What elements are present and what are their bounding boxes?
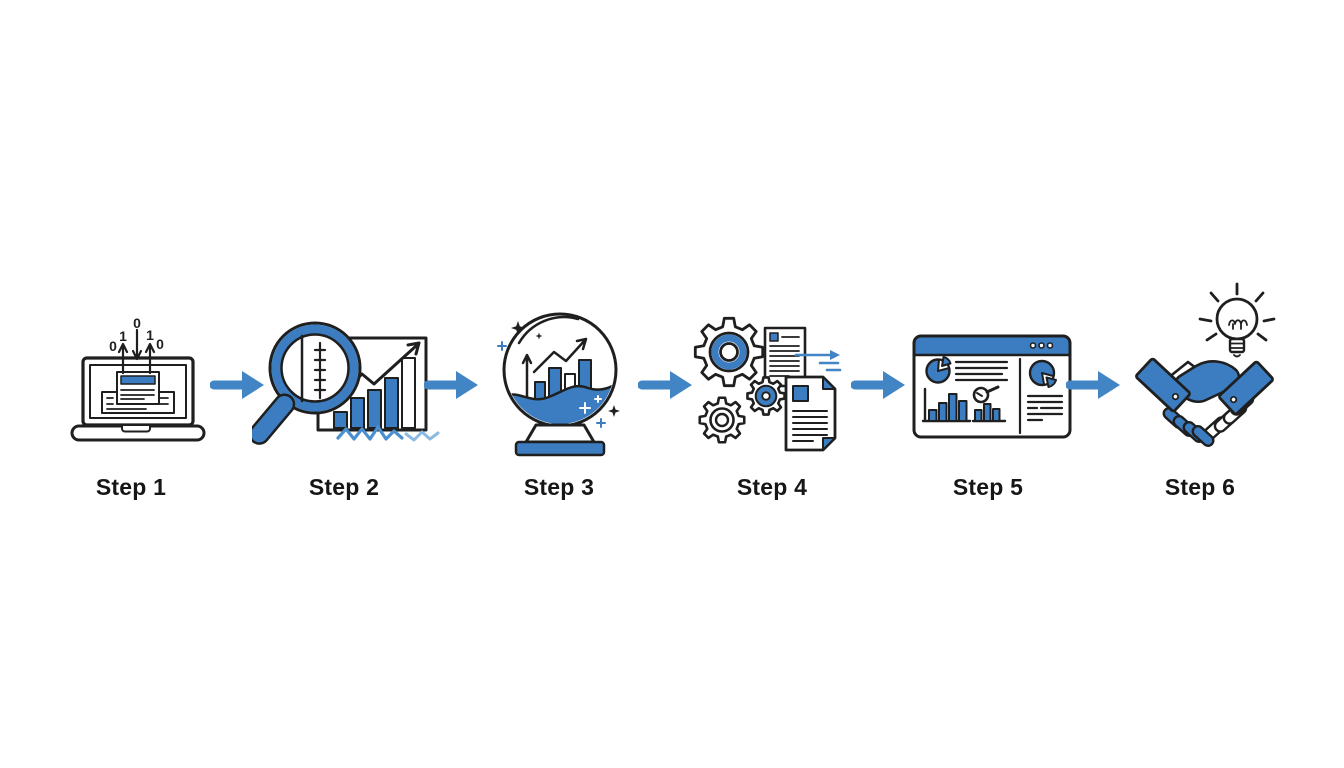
magnifier-handle	[248, 393, 296, 445]
sleeve-right	[1218, 360, 1274, 416]
bar-chart-left-icon	[921, 387, 972, 423]
flow-arrow-icon	[850, 369, 907, 401]
binary-digits: 0 1 1 0 0	[109, 315, 164, 354]
svg-text:1: 1	[146, 327, 154, 343]
lightbulb-icon	[1198, 282, 1276, 358]
sparkle-icons	[497, 321, 620, 428]
laptop-data-input-icon: 0 1 1 0 0	[66, 300, 206, 455]
document-cards	[101, 371, 175, 414]
titlebar	[914, 336, 1070, 355]
handshake	[1135, 357, 1274, 447]
magnifier-bar-chart-icon	[248, 310, 452, 457]
step-4-label: Step 4	[736, 474, 808, 500]
flow-arrow-icon	[1065, 369, 1122, 401]
pie-chart-left-icon	[925, 356, 952, 384]
text-lines	[954, 360, 1009, 382]
gear-small-icon	[698, 396, 746, 444]
text-lines	[1026, 394, 1064, 422]
report-document-front	[784, 375, 837, 452]
magnifier	[248, 321, 362, 445]
flow-arrow-icon	[423, 369, 480, 401]
mini-magnifier-icon	[972, 385, 1000, 404]
window-dots-icon	[1029, 342, 1054, 349]
dashboard-report-icon	[910, 332, 1075, 457]
flow-arrow-icon	[209, 369, 266, 401]
gears-documents-icon	[693, 310, 873, 465]
gear-medium-icon	[746, 376, 786, 416]
step-5-label: Step 5	[952, 474, 1024, 500]
gear-large-icon	[693, 316, 765, 388]
data-flow-arrows-icon	[117, 328, 156, 375]
handshake-lightbulb-icon	[1130, 278, 1280, 468]
ball-stand	[524, 423, 596, 444]
laptop	[70, 356, 206, 442]
step-1-label: Step 1	[95, 474, 167, 500]
bar-chart-mini-icon	[971, 403, 1007, 423]
sleeve-left	[1135, 357, 1191, 413]
flow-arrow-icon	[637, 369, 694, 401]
step-6-label: Step 6	[1164, 474, 1236, 500]
pie-chart-right-icon	[1028, 359, 1057, 388]
speed-arrow-icon	[794, 350, 842, 372]
svg-text:0: 0	[156, 336, 164, 352]
step-2-label: Step 2	[308, 474, 380, 500]
step-3-label: Step 3	[523, 474, 595, 500]
svg-text:0: 0	[109, 338, 117, 354]
crystal-ball-forecast-icon	[494, 308, 629, 473]
svg-text:1: 1	[119, 328, 127, 344]
svg-text:0: 0	[133, 315, 141, 331]
signal-wave-icon	[336, 425, 440, 442]
